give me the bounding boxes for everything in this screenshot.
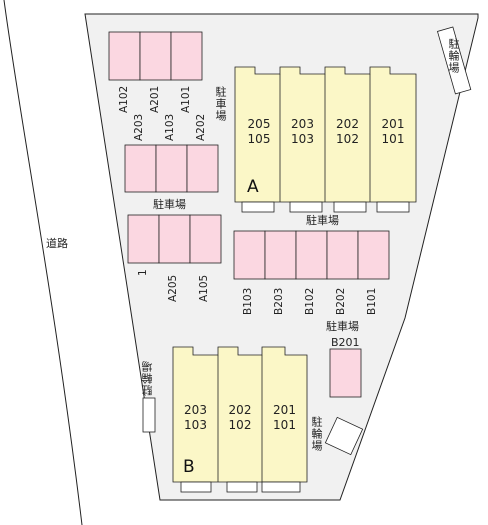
bicycle-area-right <box>324 416 364 456</box>
balcony <box>289 201 323 213</box>
space-label-b201: B201 <box>331 336 360 349</box>
space-label: A103 <box>164 113 176 141</box>
parking-space <box>158 214 191 264</box>
parking-label: 駐車場 <box>306 214 339 227</box>
space-label: A205 <box>167 274 179 302</box>
parking-space <box>170 31 203 81</box>
unit-number-b1: 203 103 <box>173 403 218 433</box>
bicycle-parking-label: 駐輪場 <box>447 38 460 74</box>
unit-upper: 202 <box>336 117 359 131</box>
parking-row-top <box>108 31 203 81</box>
unit-upper: 203 <box>291 117 314 131</box>
unit-number-b3: 201 101 <box>262 403 307 433</box>
parking-space <box>108 31 141 81</box>
road-edge <box>3 0 83 525</box>
space-label: B103 <box>242 287 254 315</box>
unit-number-a3: 202 102 <box>325 117 370 147</box>
unit-lower: 101 <box>381 132 405 146</box>
unit-upper: 201 <box>273 403 296 417</box>
unit-upper: 205 <box>247 117 271 131</box>
space-label: A201 <box>149 85 161 113</box>
parking-row-b <box>233 230 390 280</box>
space-label: B101 <box>366 287 378 315</box>
space-label: A102 <box>118 85 130 113</box>
parking-space <box>186 144 219 193</box>
unit-number-a1: 205 105 <box>238 117 280 147</box>
parking-space <box>233 230 266 280</box>
space-label: B202 <box>335 287 347 315</box>
parking-space <box>189 214 222 264</box>
parking-space <box>127 214 160 264</box>
bicycle-area-top <box>436 26 472 95</box>
unit-lower: 101 <box>273 418 296 432</box>
unit-number-b2: 202 102 <box>218 403 262 433</box>
space-label: A101 <box>180 85 192 113</box>
bicycle-area-left <box>142 397 156 433</box>
unit-upper: 202 <box>228 403 252 417</box>
balcony <box>226 481 258 493</box>
unit-lower: 103 <box>184 418 207 432</box>
balcony <box>261 481 301 493</box>
balcony <box>333 201 367 213</box>
parking-space <box>357 230 390 280</box>
bicycle-parking-label: 駐輪場 <box>141 360 154 396</box>
unit-lower: 102 <box>228 418 252 432</box>
space-label: B203 <box>273 287 285 315</box>
unit-upper: 201 <box>381 117 405 131</box>
parking-space <box>124 144 157 193</box>
parking-row-lower <box>127 214 222 264</box>
space-label: A203 <box>133 113 145 141</box>
space-label: B102 <box>304 287 316 315</box>
parking-space <box>155 144 188 193</box>
building-b-outline <box>172 346 308 483</box>
parking-label: 駐車場 <box>326 320 359 333</box>
parking-space <box>139 31 172 81</box>
unit-lower: 105 <box>247 132 271 146</box>
building-b-label: B <box>183 457 195 477</box>
unit-lower: 103 <box>291 132 314 146</box>
unit-number-a4: 201 101 <box>370 117 416 147</box>
balcony <box>376 201 410 213</box>
space-label: 1 <box>137 269 149 276</box>
space-label: A105 <box>198 274 210 302</box>
parking-space <box>326 230 359 280</box>
unit-number-a2: 203 103 <box>280 117 325 147</box>
building-b <box>172 346 308 493</box>
space-label: A202 <box>195 113 207 141</box>
unit-lower: 102 <box>336 132 359 146</box>
road-label: 道路 <box>46 237 68 250</box>
balcony <box>241 201 275 213</box>
balcony <box>180 481 212 493</box>
parking-label: 駐車場 <box>214 86 227 122</box>
building-a-label: A <box>247 177 259 197</box>
building-a <box>234 66 417 213</box>
parking-space-b201 <box>329 348 362 398</box>
bicycle-parking-label: 駐輪場 <box>310 416 323 452</box>
unit-upper: 203 <box>184 403 207 417</box>
parking-label: 駐車場 <box>153 198 186 211</box>
parking-space <box>264 230 297 280</box>
parking-space <box>295 230 328 280</box>
parking-row-mid <box>124 144 219 193</box>
